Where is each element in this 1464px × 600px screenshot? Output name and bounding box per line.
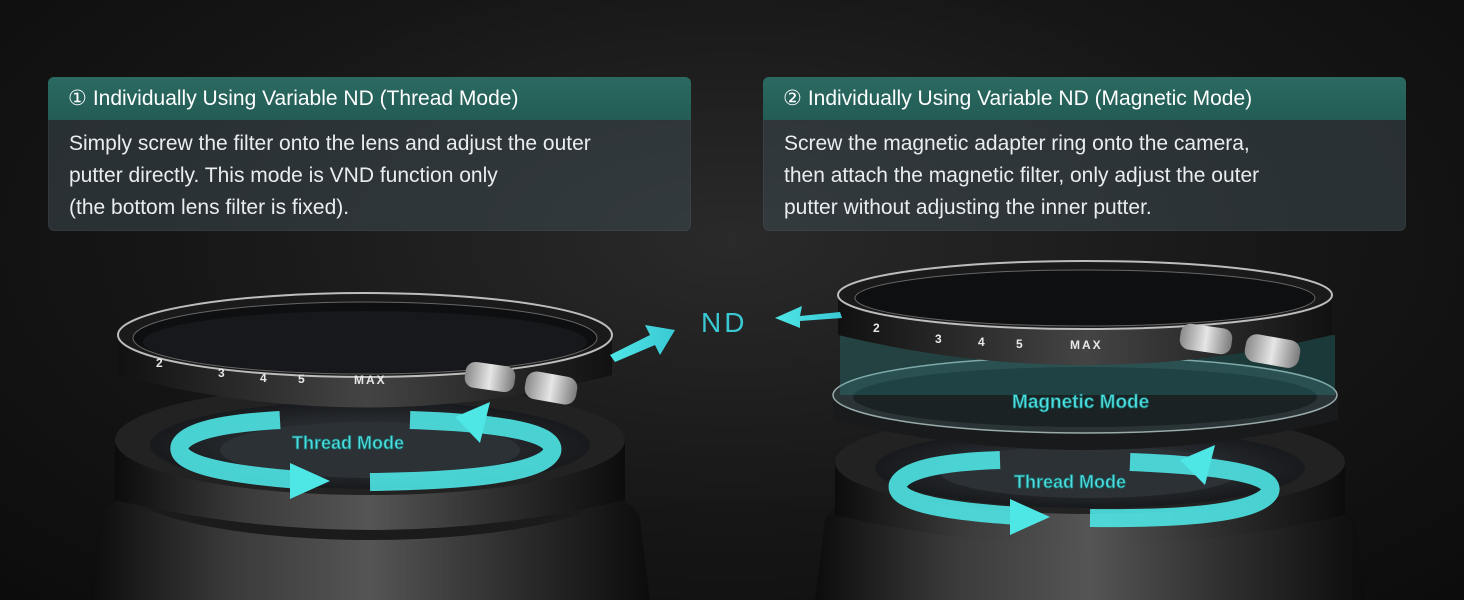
right-scale-3: 3 (935, 332, 942, 346)
left-thread-mode-label: Thread Mode (292, 433, 404, 453)
step-number-2: ② (783, 87, 802, 110)
nd-arrow-right (775, 306, 842, 328)
right-scale-5: 5 (1016, 337, 1023, 351)
right-rotation-arrow (888, 445, 1280, 535)
magnetic-mode-title: Individually Using Variable ND (Magnetic… (807, 86, 1253, 110)
step-number-1: ① (68, 87, 87, 110)
left-scale-4: 4 (260, 371, 267, 385)
thread-mode-description: Simply screw the filter onto the lens an… (48, 120, 691, 224)
thread-mode-card-header: ① Individually Using Variable ND (Thread… (48, 77, 691, 120)
right-scale-2: 2 (873, 321, 880, 335)
description-line: Screw the magnetic adapter ring onto the… (784, 132, 1250, 155)
description-line: putter without adjusting the inner putte… (784, 196, 1152, 219)
left-scale-2: 2 (156, 356, 163, 370)
right-thread-mode-label: Thread Mode (1014, 472, 1126, 492)
thread-mode-card: ① Individually Using Variable ND (Thread… (48, 77, 691, 231)
nd-arrow-left (610, 325, 675, 362)
right-filter (837, 260, 1333, 368)
left-lens (90, 385, 650, 600)
description-line: (the bottom lens filter is fixed). (69, 196, 350, 219)
description-line: Simply screw the filter onto the lens an… (69, 132, 591, 155)
left-scale-5: 5 (298, 372, 305, 386)
magnetic-mode-label: Magnetic Mode (1012, 392, 1149, 413)
left-filter (117, 292, 613, 408)
magnetic-mode-card-header: ② Individually Using Variable ND (Magnet… (763, 77, 1406, 120)
magnetic-ring (832, 335, 1338, 450)
left-scale-max: MAX (354, 373, 387, 387)
nd-label: ND (701, 307, 748, 338)
magnetic-mode-card: ② Individually Using Variable ND (Magnet… (763, 77, 1406, 231)
right-scale-max: MAX (1070, 338, 1103, 352)
thread-mode-title: Individually Using Variable ND (Thread M… (92, 86, 519, 110)
description-line: then attach the magnetic filter, only ad… (784, 164, 1260, 187)
right-scale-4: 4 (978, 335, 985, 349)
description-line: putter directly. This mode is VND functi… (69, 164, 498, 187)
left-scale-3: 3 (218, 366, 225, 380)
magnetic-mode-description: Screw the magnetic adapter ring onto the… (763, 120, 1406, 224)
left-rotation-arrow (170, 402, 562, 499)
